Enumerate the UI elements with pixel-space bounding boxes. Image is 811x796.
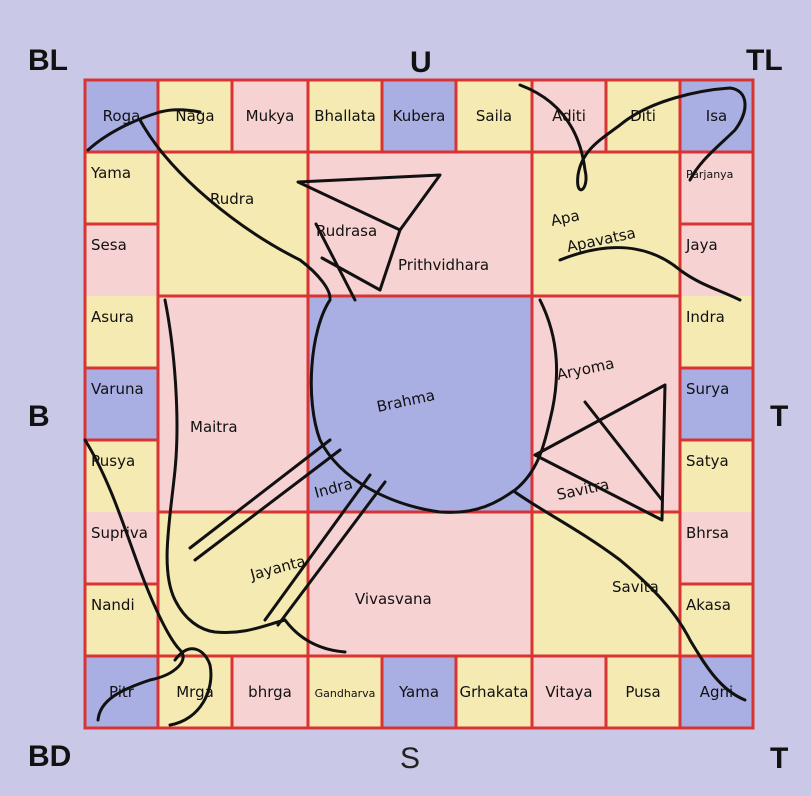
ring-label-saila: Saila xyxy=(476,107,512,125)
ring-right-cell xyxy=(680,152,753,224)
ring-label-varuna: Varuna xyxy=(91,380,144,398)
ring-left-cell xyxy=(85,368,158,440)
ring-label-yama: Yama xyxy=(398,683,439,701)
ring-label-pusa: Pusa xyxy=(625,683,660,701)
corner-label-bottom-left: BD xyxy=(28,740,71,773)
ring-right-cell xyxy=(680,368,753,440)
ring-right-cell xyxy=(680,584,753,656)
ring-left-cell xyxy=(85,224,158,296)
direction-label-top: U xyxy=(410,46,432,79)
ring-right-cell xyxy=(680,296,753,368)
ring-label-indra: Indra xyxy=(686,308,725,326)
ring-right-cell xyxy=(680,512,753,584)
ring-label-bhrsa: Bhrsa xyxy=(686,524,729,542)
ring-left-cell xyxy=(85,440,158,512)
ring-left-cell xyxy=(85,152,158,224)
label-rudra: Rudra xyxy=(210,190,254,208)
ring-label-yama: Yama xyxy=(90,164,131,182)
ring-label-satya: Satya xyxy=(686,452,729,470)
ring-label-gandharva: Gandharva xyxy=(315,687,376,700)
corner-label-top-left: BL xyxy=(28,44,68,77)
block-maitra xyxy=(158,296,308,512)
ring-left-cell xyxy=(85,296,158,368)
ring-label-sesa: Sesa xyxy=(91,236,127,254)
ring-label-mukya: Mukya xyxy=(246,107,295,125)
label-prithvidhara: Prithvidhara xyxy=(398,256,489,274)
ring-label-grhakata: Grhakata xyxy=(460,683,529,701)
block-vivasvana xyxy=(308,512,532,656)
direction-label-bottom: S xyxy=(400,742,420,775)
ring-right-cell xyxy=(680,440,753,512)
corner-label-top-right: TL xyxy=(746,44,783,77)
block-jayanta xyxy=(158,512,308,656)
ring-label-agni: Agni xyxy=(700,683,733,701)
ring-label-kubera: Kubera xyxy=(393,107,446,125)
ring-label-akasa: Akasa xyxy=(686,596,731,614)
ring-label-vitaya: Vitaya xyxy=(545,683,592,701)
direction-label-right: T xyxy=(770,400,788,433)
corner-label-bottom-right: T xyxy=(770,742,788,775)
label-maitra: Maitra xyxy=(190,418,238,436)
ring-right-cell xyxy=(680,224,753,296)
ring-label-jaya: Jaya xyxy=(685,236,718,254)
label-vivasvana: Vivasvana xyxy=(355,590,432,608)
ring-label-bhallata: Bhallata xyxy=(314,107,376,125)
label-savita: Savita xyxy=(612,578,659,596)
ring-label-supriva: Supriva xyxy=(91,524,148,542)
ring-label-isa: Isa xyxy=(706,107,727,125)
ring-label-asura: Asura xyxy=(91,308,134,326)
ring-left-cell xyxy=(85,584,158,656)
ring-label-surya: Surya xyxy=(686,380,729,398)
ring-label-bhrga: bhrga xyxy=(248,683,292,701)
ring-label-nandi: Nandi xyxy=(91,596,135,614)
label-rudrasa: Rudrasa xyxy=(316,222,377,240)
direction-label-left: B xyxy=(28,400,50,433)
